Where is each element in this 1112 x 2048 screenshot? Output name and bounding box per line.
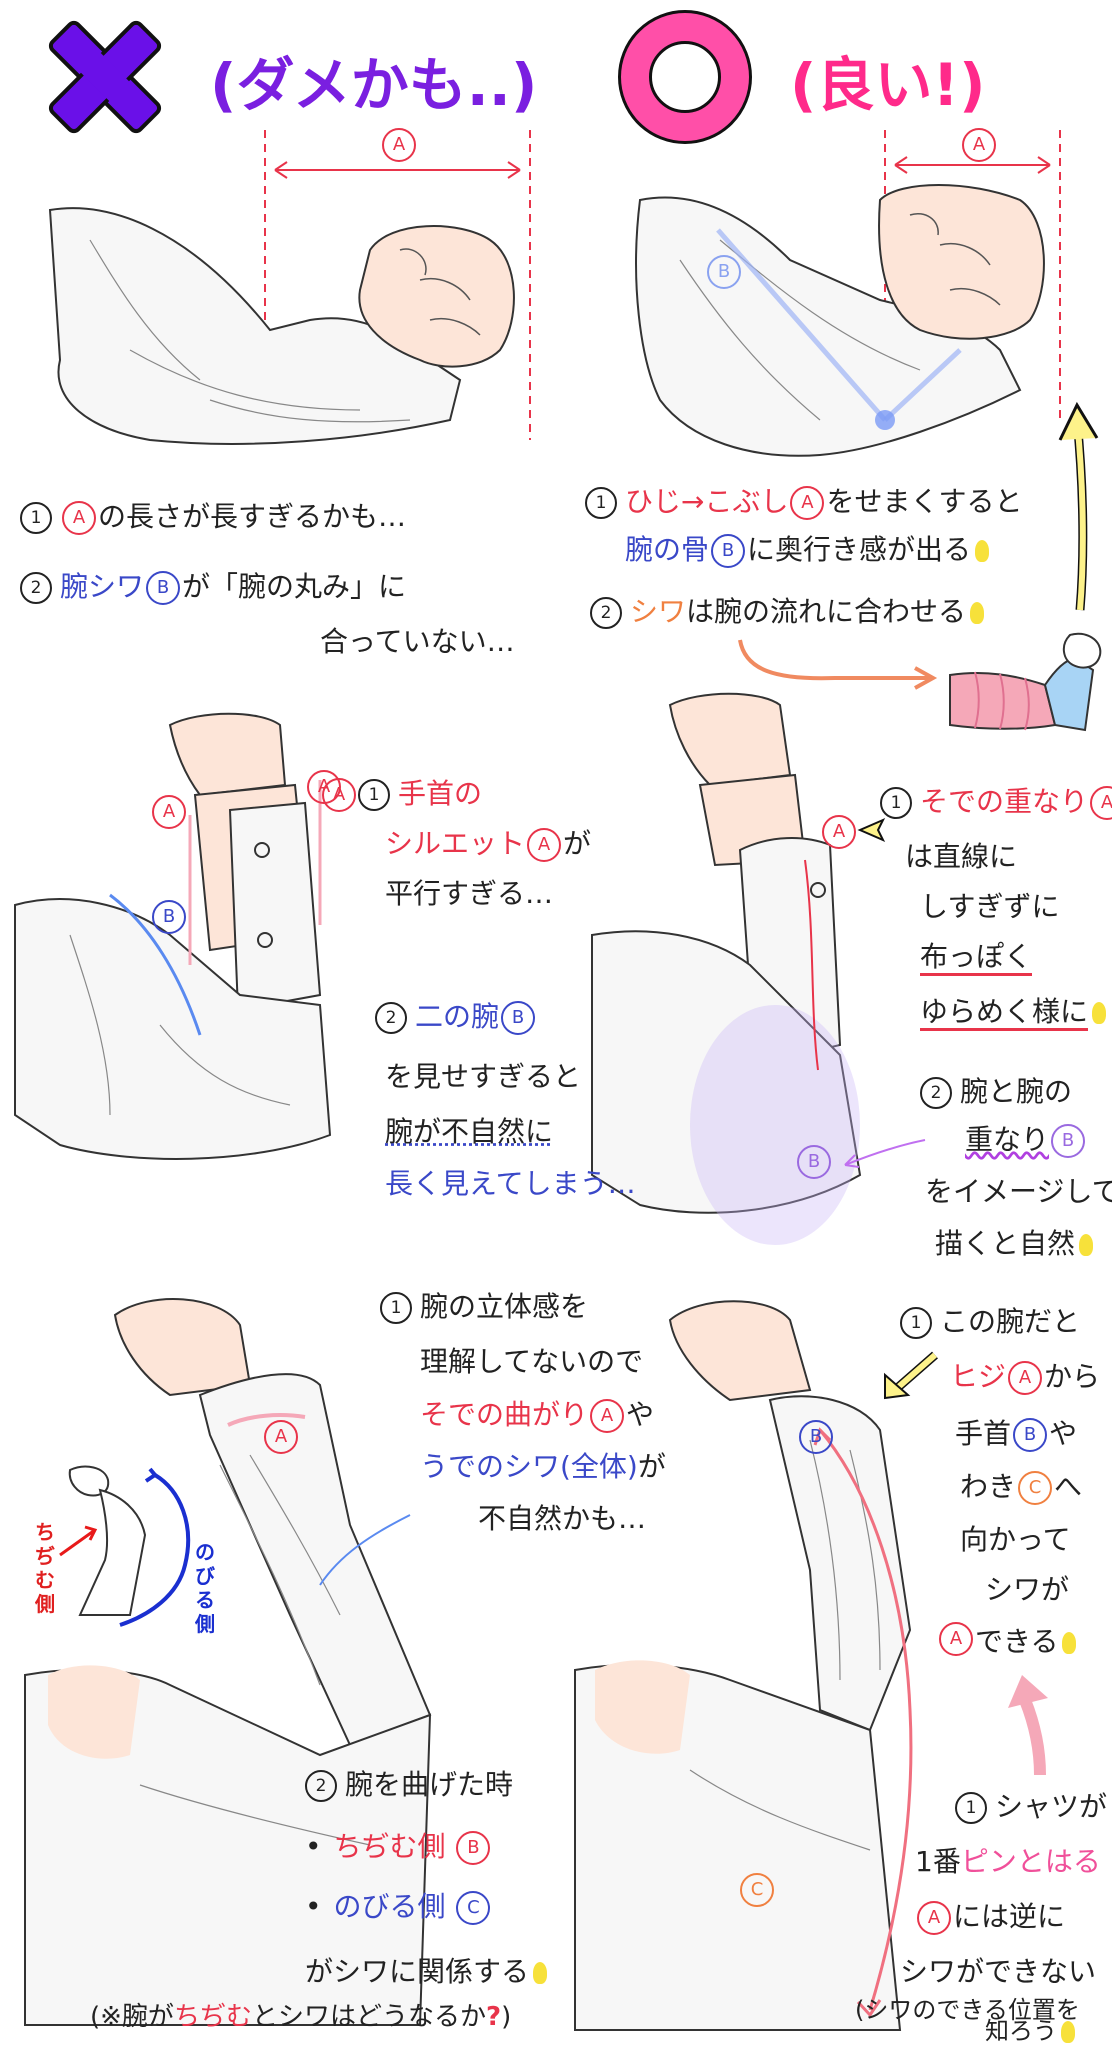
bad-row3-note-2-bullet2: •のびる側 C: [305, 1885, 492, 1929]
bad-bend-mark-a: A: [264, 1420, 298, 1454]
bad-row3-note-2-line4: がシワに関係する: [305, 1950, 548, 1994]
good-row3-note-2-line2: 1番ピンとはる: [915, 1845, 1101, 1878]
bad-bent-arm-illustration: [24, 1298, 432, 2026]
good-row2-note-1-line2: は直線に: [905, 840, 1018, 873]
yellow-diag-arrow: [884, 1351, 938, 1400]
orange-flow-arrow: [738, 639, 938, 690]
inset-stretch-label: のびる側: [195, 1540, 215, 1636]
bad-row2-note-2-line4: 長く見えてしまう…: [385, 1167, 636, 1200]
good-row3-note-2-line5: (シワのできる位置を: [855, 1996, 1080, 2024]
bad-raised-arm-illustration: [14, 712, 332, 1160]
lightbulb-icon: [1092, 1002, 1107, 1024]
bad-row3-note-1-line5: 不自然かも…: [478, 1502, 647, 1535]
purple-pointer-line: [844, 1139, 926, 1168]
lightbulb-icon: [970, 602, 985, 624]
bad-row3-note-2-line5: (※腕がちぢむとシワはどうなるか?): [90, 2002, 512, 2032]
yellow-up-arrow: [1058, 401, 1099, 611]
good-row2-note-1-line4: 布っぽく: [920, 935, 1033, 979]
good-armpit-mark-c: C: [740, 1873, 774, 1907]
pink-up-arrow: [1008, 1675, 1048, 1776]
good-row3-note-1-line5: 向かって: [960, 1523, 1071, 1556]
good-overlap-mark-b: B: [797, 1145, 831, 1179]
good-arm-sleeve-illustration: [635, 130, 1061, 457]
good-wrist-mark-b: B: [799, 1420, 833, 1454]
good-title: (良い!): [790, 51, 986, 119]
good-row3-note-1-line7: できる: [975, 1620, 1077, 1664]
good-row3-note-1-line6: シワが: [985, 1573, 1070, 1606]
good-row2-note-2-line3: をイメージして: [925, 1175, 1112, 1208]
good-row2-note-1-line3: しすぎずに: [920, 890, 1060, 923]
lightbulb-icon: [533, 1962, 548, 1984]
good-o-icon: [618, 10, 752, 144]
bad-row3-note-2-bullet1: •ちぢむ側 B: [305, 1825, 492, 1869]
bad-x-icon: [40, 12, 170, 142]
good-row3-note-2-line4: シワができない: [900, 1955, 1097, 1988]
good-row2-note-1-line5: ゆらめく様に: [920, 990, 1107, 1034]
good-sleeve-mark-a: A: [822, 815, 856, 849]
good-raised-arm-illustration: [591, 692, 862, 1245]
lightbulb-icon: [1062, 1632, 1077, 1654]
lightbulb-icon: [1079, 1234, 1094, 1256]
good-bone-mark-b: B: [707, 255, 741, 289]
inset-shrink-label: ちぢむ側: [35, 1520, 55, 1616]
yellow-left-arrow: [857, 817, 886, 843]
bad-row2-note-2-line3: 腕が不自然に: [385, 1115, 554, 1148]
lightbulb-icon: [975, 540, 990, 562]
inset-bent-arm-diagram: [59, 1465, 191, 1627]
good-row2-note-2-line4: 描くと自然: [935, 1222, 1094, 1266]
good-length-mark-a: A: [962, 128, 996, 162]
mini-arm-flow-illustration: [949, 632, 1102, 732]
bad-row2-note-1-line3: 平行すぎる…: [385, 877, 554, 910]
good-bent-arm-illustration: [574, 1300, 913, 2031]
bad-row3-note-1-line4: うでのシワ(全体)が: [420, 1450, 666, 1483]
bad-sleeve-mark-a-1: A: [152, 795, 186, 829]
bad-upperarm-mark-b: B: [152, 900, 186, 934]
bad-note-2-line2: 合っていない…: [320, 625, 515, 658]
good-elbow-mark-a: A: [939, 1622, 973, 1656]
bad-length-mark-a: A: [382, 128, 416, 162]
bad-row2-note-2-line2: を見せすぎると: [385, 1060, 582, 1093]
bad-title: (ダメかも..): [210, 51, 538, 119]
bad-arm-sleeve-illustration: [48, 130, 531, 445]
good-row3-note-2-line6: 知ろう: [985, 2016, 1075, 2046]
bad-row3-note-1-line2: 理解してないので: [420, 1345, 644, 1378]
lightbulb-icon: [1061, 2021, 1075, 2043]
